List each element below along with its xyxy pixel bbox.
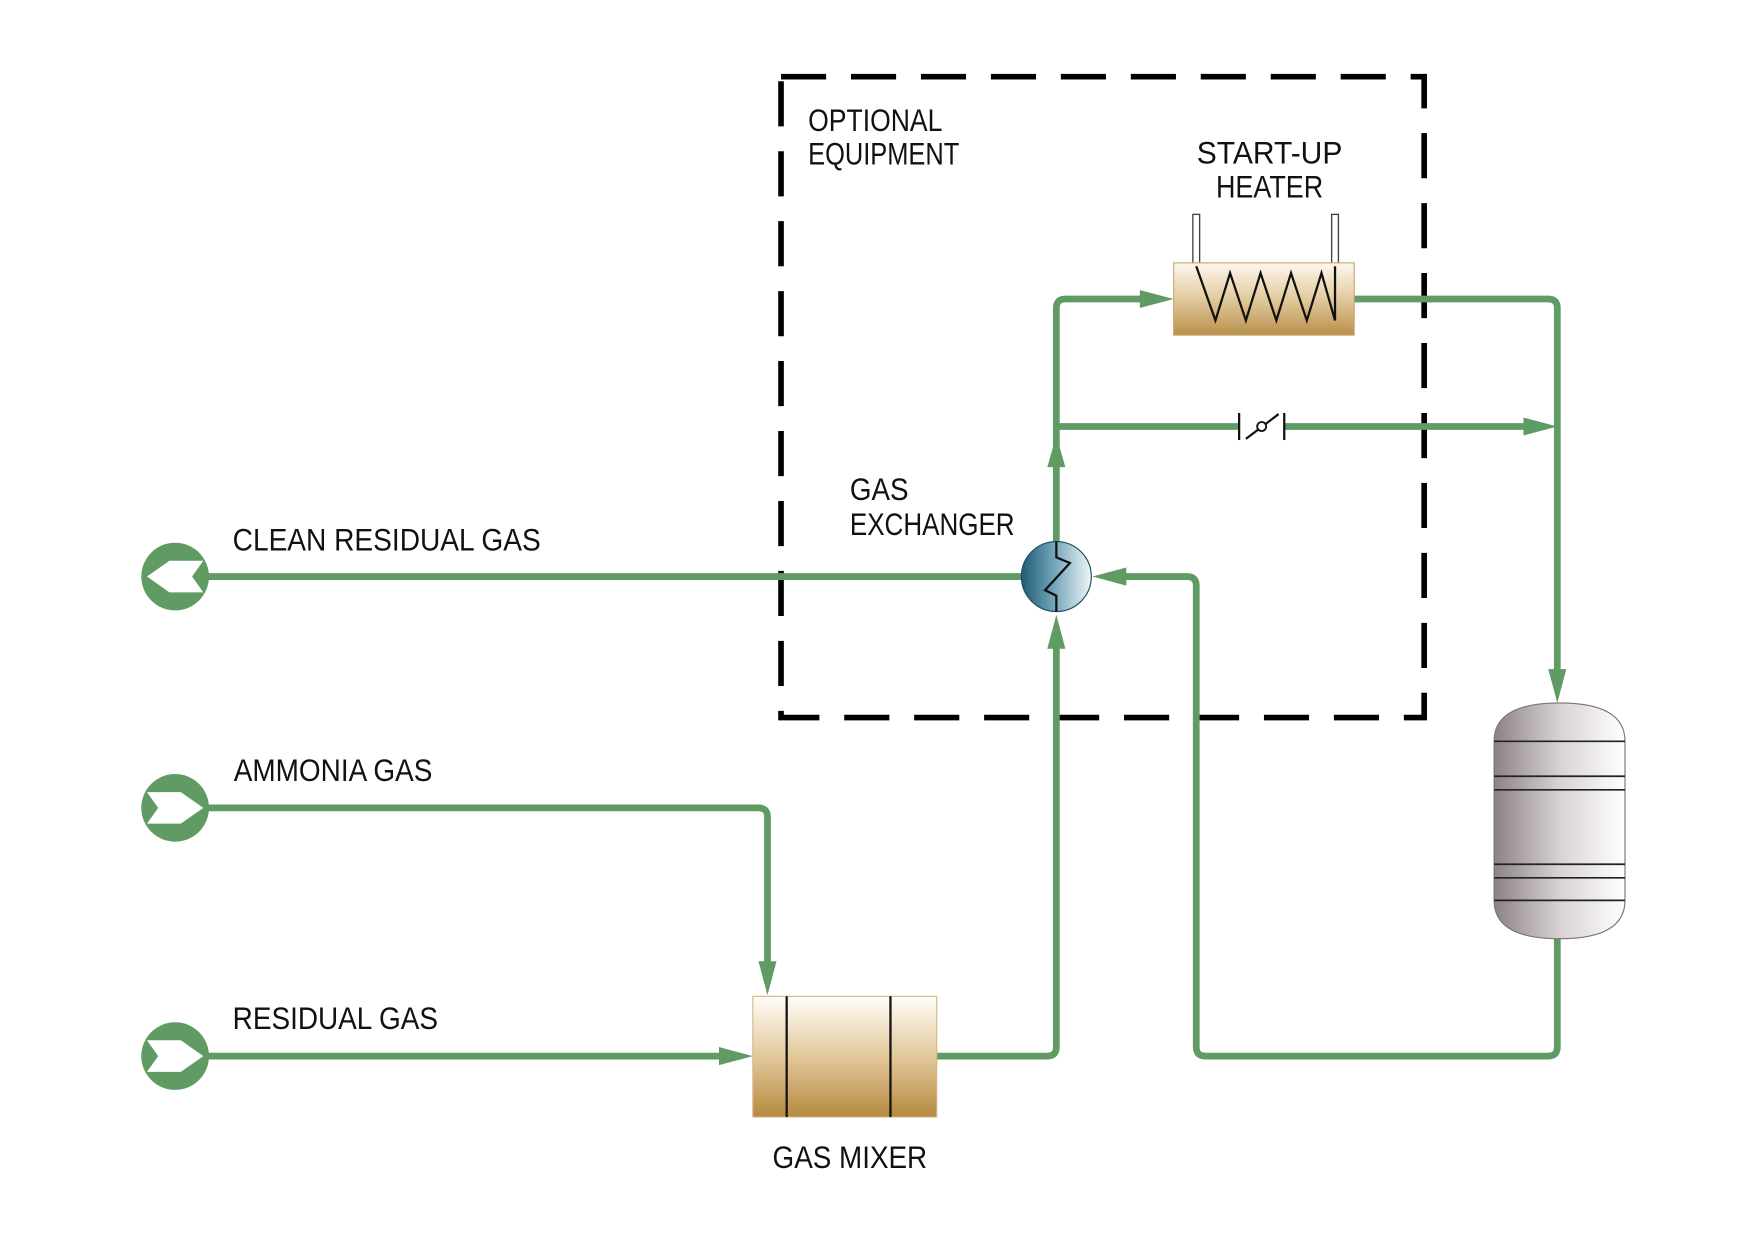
arrow-into-mixer-left: [718, 1047, 753, 1066]
stream-label-clean-residual-gas: CLEAN RESIDUAL GAS: [233, 522, 541, 558]
vessel-body: [1493, 702, 1626, 940]
pipe-heater-to-vessel: [1354, 295, 1561, 672]
optional-equipment-title-line-2: EQUIPMENT: [808, 136, 959, 172]
heater-coil-icon: [1195, 265, 1337, 325]
pipes: [206, 295, 1561, 1060]
arrow-into-exchanger-bottom: [1047, 614, 1066, 649]
inlet-arrow-icon: [146, 1040, 204, 1072]
arrow-bypass-right: [1523, 417, 1558, 436]
butterfly-valve-icon: [1237, 412, 1286, 441]
pipe-exchanger-to-heater: [1052, 295, 1143, 542]
vertical-vessel-icon: [1493, 702, 1626, 940]
inlet-arrow-icon: [146, 792, 204, 824]
exchanger-label-line-2: EXCHANGER: [850, 506, 1015, 542]
heater-body: [1173, 262, 1355, 336]
pipe-vessel-return-to-exchanger: [1124, 573, 1561, 1060]
stream-label-ammonia-gas: AMMONIA GAS: [234, 752, 433, 788]
arrow-into-heater: [1139, 289, 1174, 309]
pipe-mixer-to-exchanger: [936, 645, 1060, 1060]
dashed-boundary-box: [778, 73, 1427, 721]
optional-equipment-title-line-1: OPTIONAL: [808, 102, 942, 138]
flow-arrows: [718, 289, 1567, 1066]
connector-residual-gas: [141, 1022, 209, 1090]
arrow-into-mixer-top: [758, 961, 777, 996]
gas-exchanger: GAS EXCHANGER: [850, 471, 1092, 613]
optional-equipment-boundary: OPTIONAL EQUIPMENT: [778, 73, 1427, 721]
arrow-into-exchanger-right: [1092, 567, 1127, 586]
mixer-label: GAS MIXER: [773, 1139, 928, 1175]
exchanger-label-line-1: GAS: [850, 471, 909, 507]
connector-clean-residual-gas: [141, 542, 209, 611]
connector-ammonia-gas: [141, 774, 209, 842]
arrow-up-from-exchanger: [1047, 435, 1066, 468]
outlet-arrow-icon: [146, 560, 204, 593]
mixer-body: [752, 995, 938, 1118]
heater-label-line-2: HEATER: [1216, 168, 1323, 204]
heater-label-line-1: START-UP: [1197, 135, 1343, 171]
pipe-ammonia-gas: [206, 804, 771, 966]
valve-stem: [1256, 421, 1268, 432]
heat-exchanger-icon: [1043, 541, 1072, 612]
arrow-into-vessel-top: [1548, 669, 1567, 703]
stream-label-residual-gas: RESIDUAL GAS: [233, 1000, 438, 1036]
gas-mixer: GAS MIXER: [752, 995, 938, 1175]
heater-electrode-left: [1192, 213, 1201, 266]
heater-electrode-right: [1330, 213, 1340, 266]
start-up-heater: START-UP HEATER: [1173, 135, 1355, 336]
